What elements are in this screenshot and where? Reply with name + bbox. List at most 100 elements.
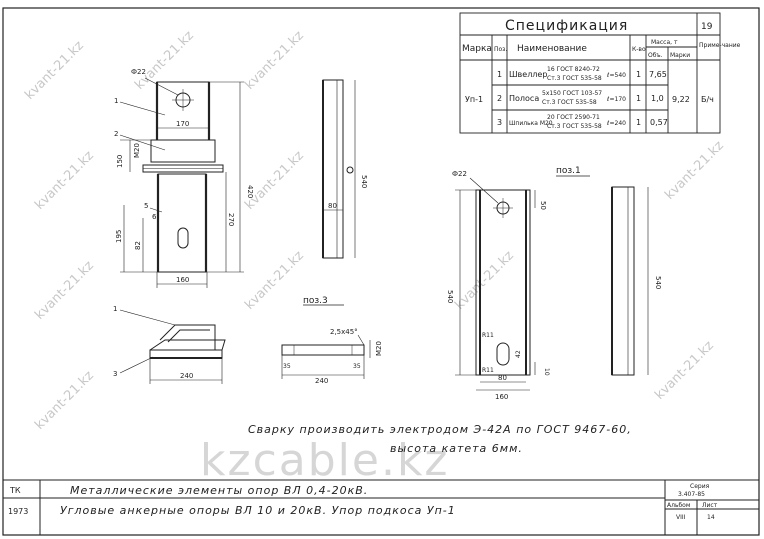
poz3-chamfer: 2,5х45° <box>330 328 358 336</box>
poz1-r1: R11 <box>482 332 494 339</box>
tb-album-value: VIII <box>676 514 686 521</box>
svg-text:1: 1 <box>497 70 502 79</box>
main-hole-label: Ф22 <box>131 68 146 76</box>
svg-text:Полоса: Полоса <box>509 94 539 103</box>
watermark-small: kvant-21.kz <box>242 148 307 213</box>
spec-header-marka: Марка <box>462 44 492 54</box>
poz3-d2: 35 <box>353 363 361 370</box>
spec-row: 2 Полоса 5х150 ГОСТ 103-57 Ст.3 ГОСТ 535… <box>497 90 664 106</box>
spec-header-poz: Поз. <box>494 46 507 53</box>
tb-series-label: Серия <box>690 483 710 490</box>
spec-mark-mass: 9,22 <box>672 95 690 104</box>
poz1-dim-540: 540 <box>446 290 454 303</box>
poz1-dim-160: 160 <box>495 393 508 401</box>
spec-note-value: Б/ч <box>701 95 714 104</box>
spec-header-mass-unit: Объ. <box>648 52 663 59</box>
svg-text:ℓ=540: ℓ=540 <box>606 72 626 79</box>
spec-row: 3 Шпилька М20 20 ГОСТ 2590-71 Ст.3 ГОСТ … <box>497 114 668 130</box>
dim-170: 170 <box>176 120 189 128</box>
spec-header-note: Приме-чание <box>699 42 741 49</box>
callout-2: 2 <box>114 130 118 138</box>
note-line-2: высота катета 6мм. <box>390 442 523 455</box>
svg-text:1: 1 <box>636 118 641 127</box>
iso-callout-3: 3 <box>113 370 117 378</box>
watermark-small: kvant-21.kz <box>32 258 97 323</box>
poz3-len: 240 <box>315 377 328 385</box>
watermark-small: kvant-21.kz <box>32 148 97 213</box>
svg-text:7,65: 7,65 <box>649 70 667 79</box>
dim-150: 150 <box>116 155 124 168</box>
iso-view <box>119 309 226 384</box>
poz1-d10: 10 <box>543 368 550 376</box>
svg-text:5х150 ГОСТ 103-57: 5х150 ГОСТ 103-57 <box>542 90 602 97</box>
svg-text:ℓ=170: ℓ=170 <box>606 96 626 103</box>
poz1-view <box>455 177 536 391</box>
spec-row: 1 Швеллер 16 ГОСТ 8240-72 Ст.3 ГОСТ 535-… <box>497 66 667 82</box>
watermark-big: kzcable.kz <box>200 435 450 486</box>
dim-160: 160 <box>176 276 189 284</box>
poz3-d1: 35 <box>283 363 291 370</box>
tb-left-2: 1973 <box>8 507 28 516</box>
poz1-d42: 42 <box>515 350 522 358</box>
tb-series-value: 3.407-85 <box>678 491 705 498</box>
tb-line-2: Угловые анкерные опоры ВЛ 10 и 20кВ. Упо… <box>60 504 456 517</box>
title-block <box>3 479 759 535</box>
spec-mark: Уп-1 <box>465 95 483 104</box>
svg-text:Ст.3 ГОСТ 535-58: Ст.3 ГОСТ 535-58 <box>547 75 602 82</box>
watermark-small: kvant-21.kz <box>662 138 727 203</box>
spec-table <box>459 12 721 134</box>
main-front-view <box>119 77 244 288</box>
watermark-small: kvant-21.kz <box>452 248 517 313</box>
svg-text:Ст.3 ГОСТ 535-58: Ст.3 ГОСТ 535-58 <box>547 123 602 130</box>
dim-270: 270 <box>227 213 235 226</box>
dim-m20: М20 <box>133 143 141 158</box>
callout-5: 5 <box>144 202 148 210</box>
svg-text:2: 2 <box>497 94 502 103</box>
callout-1: 1 <box>114 97 118 105</box>
svg-text:20 ГОСТ 2590-71: 20 ГОСТ 2590-71 <box>547 114 600 121</box>
poz1-side-dim-540: 540 <box>654 276 662 289</box>
iso-dim-240: 240 <box>180 372 193 380</box>
spec-header-name: Наименование <box>517 44 587 54</box>
poz3-m20: М20 <box>375 341 383 356</box>
dim-82: 82 <box>134 241 142 250</box>
svg-text:Ст.3 ГОСТ 535-58: Ст.3 ГОСТ 535-58 <box>542 99 597 106</box>
side-dim-540: 540 <box>360 175 368 188</box>
dim-6: 6 <box>152 213 157 221</box>
dim-195: 195 <box>115 230 123 243</box>
iso-callout-1: 1 <box>113 305 117 313</box>
watermark-small: kvant-21.kz <box>652 338 717 403</box>
spec-header-mass-mark: Марки <box>670 52 690 59</box>
spec-header-mass: Масса, т <box>651 39 678 46</box>
tb-sheet-label: Лист <box>702 502 718 509</box>
side-dim-80: 80 <box>328 202 337 210</box>
svg-text:Швеллер: Швеллер <box>509 70 547 79</box>
poz1-r2: R11 <box>482 367 494 374</box>
dim-420: 420 <box>246 185 254 198</box>
watermark-small: kvant-21.kz <box>132 28 197 93</box>
svg-text:Шпилька М20: Шпилька М20 <box>509 120 553 127</box>
poz1-title: поз.1 <box>556 166 581 176</box>
poz3-stud <box>281 334 371 379</box>
poz1-side-view <box>611 186 649 376</box>
poz1-hole-label: Ф22 <box>452 170 467 178</box>
poz3-title: поз.3 <box>303 296 328 306</box>
svg-text:1: 1 <box>636 70 641 79</box>
sheet-number: 19 <box>701 22 713 32</box>
side-view <box>322 79 356 259</box>
watermark-small: kvant-21.kz <box>242 28 307 93</box>
note-line-1: Сварку производить электродом Э-42А по Г… <box>248 423 632 436</box>
svg-text:3: 3 <box>497 118 502 127</box>
spec-title: Спецификация <box>505 18 628 34</box>
spec-header-qty: К-во <box>632 46 646 53</box>
tb-sheet-value: 14 <box>707 514 715 521</box>
watermark-small: kvant-21.kz <box>22 38 87 103</box>
poz1-dim-80: 80 <box>498 374 507 382</box>
svg-text:1,0: 1,0 <box>651 94 664 103</box>
tb-left-1: ТК <box>9 486 21 495</box>
tb-album-label: Альбом <box>667 502 690 509</box>
sheet-border <box>2 7 760 536</box>
svg-text:0,57: 0,57 <box>650 118 668 127</box>
svg-text:ℓ=240: ℓ=240 <box>606 120 626 127</box>
